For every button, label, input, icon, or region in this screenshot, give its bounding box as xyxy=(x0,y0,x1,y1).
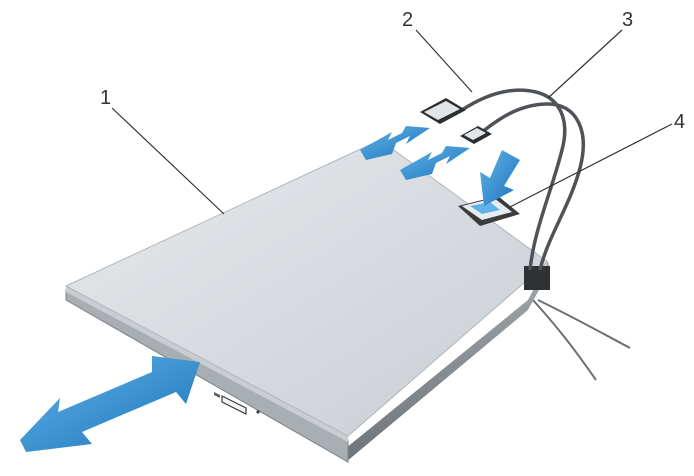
callout-2: 2 xyxy=(402,9,413,31)
callout-line-2 xyxy=(416,30,472,92)
callout-4: 4 xyxy=(674,111,685,133)
callout-line-1 xyxy=(112,108,224,214)
callout-1: 1 xyxy=(100,87,111,109)
callout-line-4 xyxy=(508,124,672,208)
rear-cables xyxy=(533,300,630,380)
callout-line-3 xyxy=(548,30,622,98)
optical-drive xyxy=(66,140,550,462)
callout-3: 3 xyxy=(622,9,633,31)
arrow-insert-down xyxy=(480,150,520,206)
arrow-drive-slide-double xyxy=(20,356,200,452)
rear-connector-block xyxy=(524,266,550,290)
